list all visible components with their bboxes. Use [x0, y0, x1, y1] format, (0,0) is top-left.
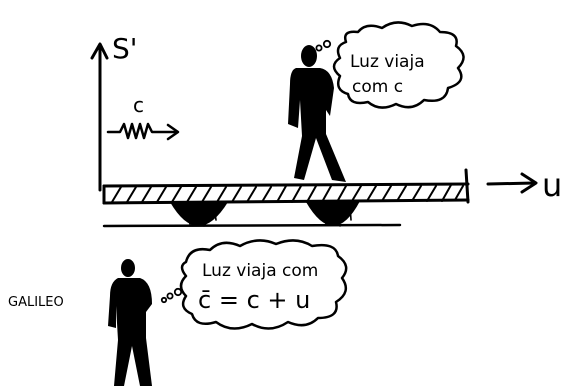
velocity-arrowhead: [520, 172, 538, 194]
axis-arrowhead: [90, 42, 109, 60]
observer-body: [288, 68, 346, 182]
thought-bubble-top: Luz viaja com c: [308, 21, 465, 109]
galileo-head: [121, 259, 135, 277]
ground-observer: [108, 259, 152, 386]
velocity-arrow: [486, 172, 538, 194]
velocity-shaft: [486, 181, 536, 186]
thought-bottom-line1: Luz viaja com: [202, 261, 318, 281]
train-wagon: [102, 168, 470, 228]
light-label: c: [133, 93, 144, 117]
light-wave: [106, 122, 180, 141]
wagon-bottom-edge: [102, 198, 470, 205]
thought-bubble-bottom: Luz viaja com c̄ = c + u: [160, 239, 348, 330]
velocity-label: u: [542, 166, 562, 204]
wave-arrowhead: [166, 123, 180, 141]
thought-bottom-line2: c̄ = c + u: [198, 286, 310, 314]
wagon-right-end: [464, 168, 470, 204]
bubble-outline: [179, 239, 348, 330]
wagon-hatching: [111, 184, 464, 203]
bubble-outline: [332, 21, 465, 109]
wheel-left: [170, 202, 228, 226]
rail: [102, 223, 402, 228]
thought-top-line2: com c: [352, 77, 403, 97]
frame-axes: [90, 42, 109, 192]
wave-signal: [106, 122, 178, 140]
observer-label: GALILEO: [8, 295, 64, 310]
observer-head: [301, 45, 317, 67]
train-observer: [288, 45, 346, 182]
wheel-right: [306, 201, 360, 226]
galileo-body: [108, 278, 152, 386]
thought-top-line1: Luz viaja: [350, 52, 425, 72]
frame-label: S': [112, 32, 137, 65]
